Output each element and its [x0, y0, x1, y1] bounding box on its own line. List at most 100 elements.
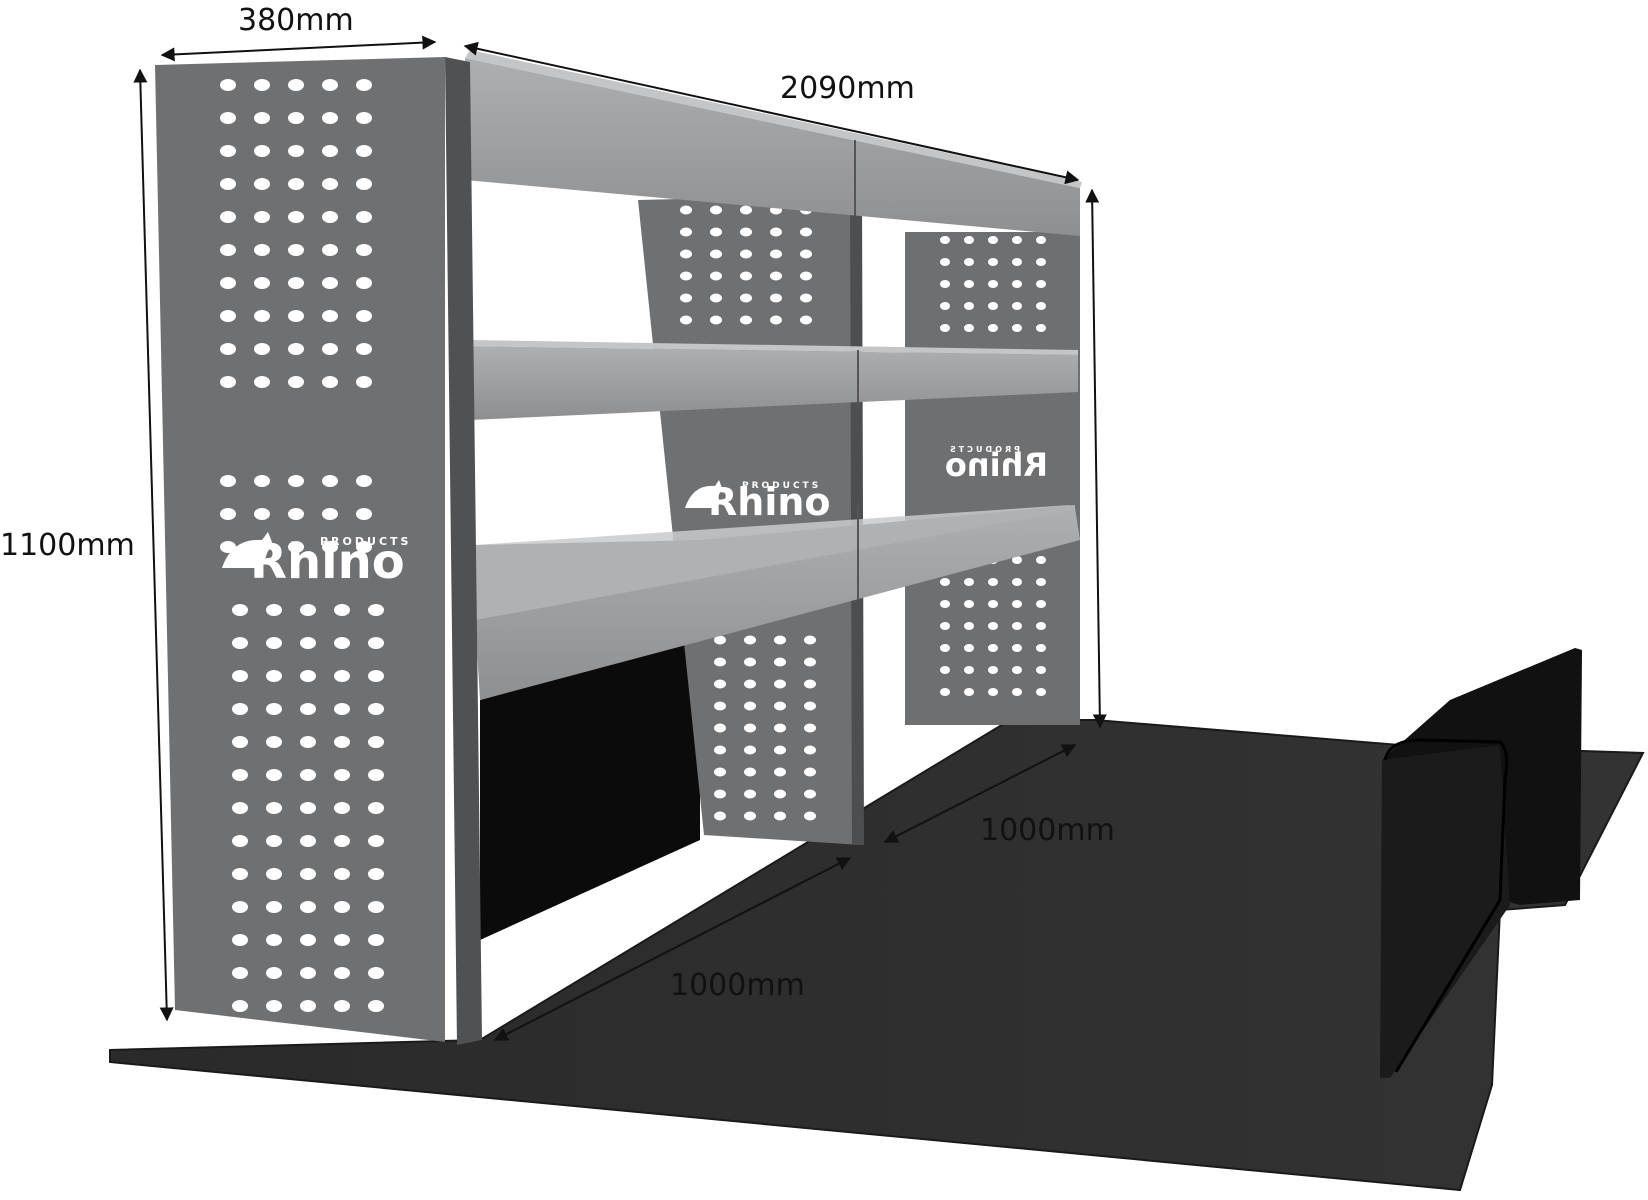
- perforation-hole: [368, 967, 384, 979]
- perforation-hole: [1012, 578, 1022, 586]
- perforation-hole: [988, 302, 998, 310]
- perforation-hole: [1012, 324, 1022, 332]
- perforation-hole: [266, 703, 282, 715]
- perforation-hole: [300, 703, 316, 715]
- perforation-hole: [368, 868, 384, 880]
- logo-middle-panel: Rhino PRODUCTS: [685, 480, 831, 524]
- perforation-hole: [1012, 302, 1022, 310]
- perforation-hole: [940, 236, 950, 244]
- perforation-hole: [1036, 688, 1046, 696]
- perforation-hole: [740, 315, 752, 325]
- perforation-hole: [804, 701, 816, 711]
- perforation-hole: [988, 578, 998, 586]
- perforation-hole: [1036, 324, 1046, 332]
- perforation-hole: [254, 475, 270, 487]
- perforation-hole: [744, 745, 756, 755]
- perforation-hole: [334, 901, 350, 913]
- perforation-hole: [988, 600, 998, 608]
- perforation-hole: [322, 541, 338, 553]
- perforation-hole: [774, 657, 786, 667]
- perforation-hole: [964, 258, 974, 266]
- perforation-hole: [266, 769, 282, 781]
- logo-front-panel: Rhino PRODUCTS: [222, 532, 408, 590]
- perforation-hole: [232, 670, 248, 682]
- perforation-hole: [804, 657, 816, 667]
- perforation-hole: [1012, 280, 1022, 288]
- width-label: 380mm: [238, 3, 354, 38]
- perforation-hole: [804, 635, 816, 645]
- perforation-hole: [288, 211, 304, 223]
- perforation-hole: [220, 376, 236, 388]
- perforation-hole: [1036, 280, 1046, 288]
- rhino-icon: [222, 532, 272, 568]
- perforation-hole: [288, 343, 304, 355]
- perforation-hole: [964, 578, 974, 586]
- perforation-hole: [680, 227, 692, 237]
- perforation-hole: [680, 293, 692, 303]
- perforation-hole: [710, 271, 722, 281]
- perforation-hole: [964, 644, 974, 652]
- perforation-hole: [254, 277, 270, 289]
- perforation-hole: [740, 227, 752, 237]
- perforation-hole: [988, 236, 998, 244]
- perforation-hole: [356, 310, 372, 322]
- perforation-hole: [774, 723, 786, 733]
- perforation-hole: [1036, 258, 1046, 266]
- perforation-hole: [368, 901, 384, 913]
- perforation-hole: [988, 258, 998, 266]
- perforation-hole: [804, 767, 816, 777]
- front-end-panel: [155, 57, 482, 1045]
- perforation-hole: [300, 637, 316, 649]
- perforation-hole: [368, 703, 384, 715]
- perforation-hole: [1012, 600, 1022, 608]
- perforation-hole: [1012, 666, 1022, 674]
- perforation-hole: [288, 277, 304, 289]
- perforation-hole: [334, 802, 350, 814]
- perforation-hole: [288, 178, 304, 190]
- perforation-hole: [714, 811, 726, 821]
- perforation-hole: [232, 967, 248, 979]
- perforation-hole: [356, 541, 372, 553]
- perforation-hole: [322, 277, 338, 289]
- perforation-hole: [740, 205, 752, 215]
- perforation-hole: [322, 145, 338, 157]
- perforation-hole: [774, 811, 786, 821]
- perforation-hole: [232, 637, 248, 649]
- perforation-hole: [804, 723, 816, 733]
- perforation-hole: [288, 310, 304, 322]
- perforation-hole: [356, 79, 372, 91]
- dimension-arrows: [133, 35, 1107, 1041]
- perforation-hole: [232, 802, 248, 814]
- perforation-hole: [322, 244, 338, 256]
- perforation-hole: [322, 79, 338, 91]
- perforation-hole: [740, 249, 752, 259]
- perforation-hole: [714, 657, 726, 667]
- perforation-hole: [368, 934, 384, 946]
- perforation-hole: [266, 868, 282, 880]
- perforation-hole: [800, 315, 812, 325]
- perforation-hole: [714, 789, 726, 799]
- perforation-hole: [220, 79, 236, 91]
- perforation-hole: [254, 244, 270, 256]
- perforation-hole: [940, 280, 950, 288]
- perforation-hole: [254, 211, 270, 223]
- perforation-hole: [368, 1000, 384, 1012]
- perforation-hole: [368, 769, 384, 781]
- svg-text:PRODUCTS: PRODUCTS: [947, 445, 1020, 454]
- perforation-hole: [710, 315, 722, 325]
- perforation-hole: [680, 205, 692, 215]
- perforation-hole: [1012, 622, 1022, 630]
- perforation-hole: [770, 227, 782, 237]
- perforation-hole: [964, 324, 974, 332]
- wheel-arch: [1380, 648, 1582, 1078]
- perforation-hole: [288, 475, 304, 487]
- perforation-hole: [1036, 236, 1046, 244]
- perforation-hole: [744, 789, 756, 799]
- perforation-hole: [774, 635, 786, 645]
- perforation-hole: [266, 1000, 282, 1012]
- perforation-hole: [1012, 236, 1022, 244]
- svg-text:Rhino: Rhino: [250, 534, 405, 590]
- shelf-middle: [470, 340, 1078, 420]
- perforation-hole: [1036, 622, 1046, 630]
